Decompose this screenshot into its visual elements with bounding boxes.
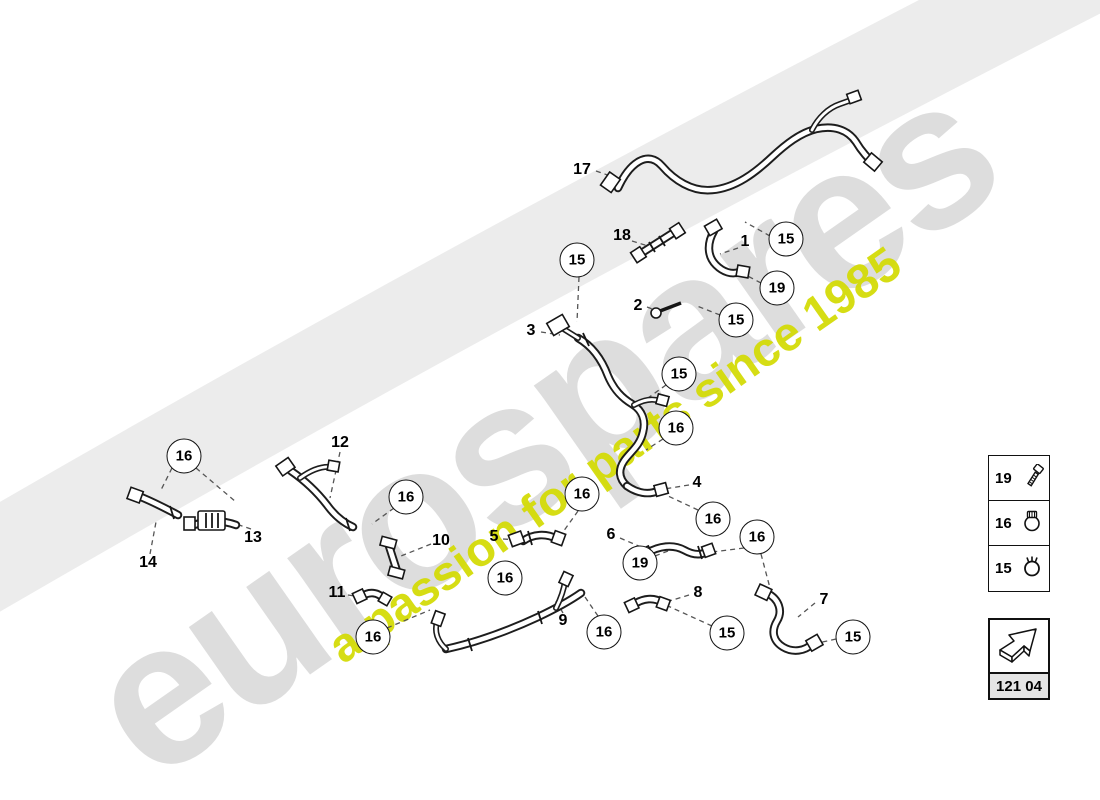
part-2-bolt[interactable] (650, 301, 682, 319)
legend-item-16[interactable]: 16 (989, 501, 1049, 546)
part-1-hose[interactable] (703, 218, 751, 279)
spring-clamp-icon (1019, 554, 1045, 583)
fastener-callout-16[interactable]: 16 (166, 438, 202, 474)
fastener-legend: 19 16 (988, 455, 1050, 592)
part-label-9[interactable]: 9 (558, 612, 568, 629)
part-10-connector[interactable] (378, 535, 406, 580)
part-label-6[interactable]: 6 (606, 526, 616, 543)
part-8-hose[interactable] (623, 597, 672, 614)
legend-number-15: 15 (995, 560, 1012, 577)
part-label-7[interactable]: 7 (819, 591, 829, 608)
fastener-callout-15[interactable]: 15 (559, 242, 595, 278)
worm-clamp-icon (1019, 509, 1045, 538)
fastener-callout-19[interactable]: 19 (622, 545, 658, 581)
part-label-18[interactable]: 18 (613, 227, 631, 244)
direction-arrow-icon (996, 624, 1042, 669)
part-label-3[interactable]: 3 (526, 322, 536, 339)
part-7-hose[interactable] (753, 582, 825, 651)
fastener-callout-15[interactable]: 15 (661, 356, 697, 392)
fastener-callout-16[interactable]: 16 (658, 410, 694, 446)
fastener-callout-15[interactable]: 15 (718, 302, 754, 338)
part-9-hose[interactable] (430, 570, 581, 651)
fastener-callout-16[interactable]: 16 (487, 560, 523, 596)
legend-number-16: 16 (995, 514, 1012, 532)
part-5-hose[interactable] (507, 529, 567, 548)
part-label-2[interactable]: 2 (633, 297, 643, 314)
fastener-callout-16[interactable]: 16 (695, 501, 731, 537)
part-13-hose[interactable] (183, 510, 236, 531)
part-11-connector[interactable] (351, 587, 393, 607)
part-label-13[interactable]: 13 (244, 529, 262, 546)
part-label-5[interactable]: 5 (489, 528, 499, 545)
legend-number-19: 19 (995, 469, 1012, 487)
part-label-14[interactable]: 14 (139, 554, 157, 571)
part-18-pipe[interactable] (629, 221, 687, 264)
part-label-17[interactable]: 17 (573, 161, 591, 178)
part-12-hose[interactable] (274, 456, 353, 532)
fastener-callout-16[interactable]: 16 (564, 476, 600, 512)
part-4-hose[interactable] (627, 481, 670, 498)
part-14-hose[interactable] (125, 486, 178, 520)
part-3-hose[interactable] (545, 313, 671, 486)
diagram-nav-box[interactable] (988, 618, 1050, 674)
fastener-callout-16[interactable]: 16 (388, 479, 424, 515)
part-label-8[interactable]: 8 (693, 584, 703, 601)
part-17-hose[interactable] (599, 89, 884, 192)
part-label-10[interactable]: 10 (432, 532, 450, 549)
part-label-1[interactable]: 1 (740, 233, 750, 250)
legend-item-15[interactable]: 15 (989, 546, 1049, 591)
fastener-callout-15[interactable]: 15 (768, 221, 804, 257)
part-label-4[interactable]: 4 (692, 474, 702, 491)
legend-item-19[interactable]: 19 (989, 456, 1049, 501)
fastener-callout-19[interactable]: 19 (759, 270, 795, 306)
fastener-callout-16[interactable]: 16 (355, 619, 391, 655)
part-group-code: 121 04 (988, 674, 1050, 700)
part-label-11[interactable]: 11 (328, 584, 346, 601)
bolt-icon (1019, 462, 1045, 493)
fastener-callout-15[interactable]: 15 (709, 615, 745, 651)
part-label-12[interactable]: 12 (331, 434, 349, 451)
fastener-callout-15[interactable]: 15 (835, 619, 871, 655)
fastener-callout-16[interactable]: 16 (586, 614, 622, 650)
fastener-callout-16[interactable]: 16 (739, 519, 775, 555)
